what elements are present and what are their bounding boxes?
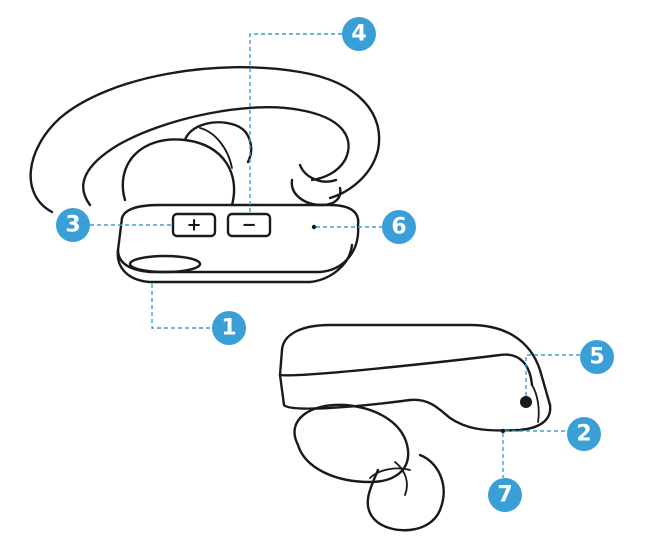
callouts: 1 2 3 4 5 6 7 bbox=[56, 17, 614, 512]
ear-tip bbox=[121, 138, 236, 207]
rear-ear-tip-ring2 bbox=[369, 467, 411, 479]
ear-tip-stem bbox=[183, 121, 253, 164]
callout-2: 2 bbox=[567, 417, 601, 451]
power-button[interactable] bbox=[520, 396, 532, 408]
ear-hook-outer bbox=[29, 66, 381, 214]
callout-7: 7 bbox=[488, 478, 522, 512]
rear-ear-tip-stem bbox=[366, 453, 445, 532]
rear-ear-tip bbox=[293, 403, 410, 484]
hook-collar-base bbox=[290, 178, 342, 207]
rear-body bbox=[278, 348, 534, 387]
leader-5 bbox=[525, 354, 580, 396]
ear-tip-stem-ring bbox=[199, 127, 233, 169]
microphone-dot bbox=[500, 428, 506, 434]
charging-contact bbox=[128, 254, 202, 274]
svg-text:7: 7 bbox=[497, 483, 512, 508]
rear-body-top bbox=[280, 323, 552, 407]
svg-text:4: 4 bbox=[351, 22, 366, 47]
top-earbud: + − bbox=[29, 66, 381, 284]
svg-text:2: 2 bbox=[576, 422, 591, 447]
callout-4: 4 bbox=[342, 17, 376, 51]
volume-down-symbol: − bbox=[241, 215, 256, 236]
bottom-earbud bbox=[278, 323, 552, 532]
rear-ear-tip-ring bbox=[394, 461, 408, 496]
leader-1 bbox=[151, 284, 216, 329]
svg-text:5: 5 bbox=[589, 345, 604, 370]
earbud-body bbox=[116, 216, 360, 274]
svg-text:3: 3 bbox=[65, 213, 80, 238]
ear-hook-inner bbox=[82, 106, 350, 207]
rear-body-front bbox=[278, 373, 552, 432]
volume-up-symbol: + bbox=[186, 215, 201, 236]
leader-4 bbox=[249, 33, 342, 212]
earbud-body-lower bbox=[116, 243, 354, 284]
svg-text:1: 1 bbox=[221, 316, 236, 341]
volume-down-button[interactable]: − bbox=[226, 212, 272, 238]
callout-1: 1 bbox=[212, 311, 246, 345]
hook-collar bbox=[298, 163, 338, 183]
callout-3: 3 bbox=[56, 208, 90, 242]
leader-lines bbox=[90, 33, 580, 478]
volume-up-button[interactable]: + bbox=[171, 212, 217, 238]
top-indicator-dot bbox=[311, 224, 317, 230]
callout-5: 5 bbox=[580, 340, 614, 374]
earbud-body-top bbox=[120, 203, 360, 227]
rear-body-edge bbox=[531, 384, 540, 423]
callout-6: 6 bbox=[382, 210, 416, 244]
svg-text:6: 6 bbox=[391, 215, 406, 240]
